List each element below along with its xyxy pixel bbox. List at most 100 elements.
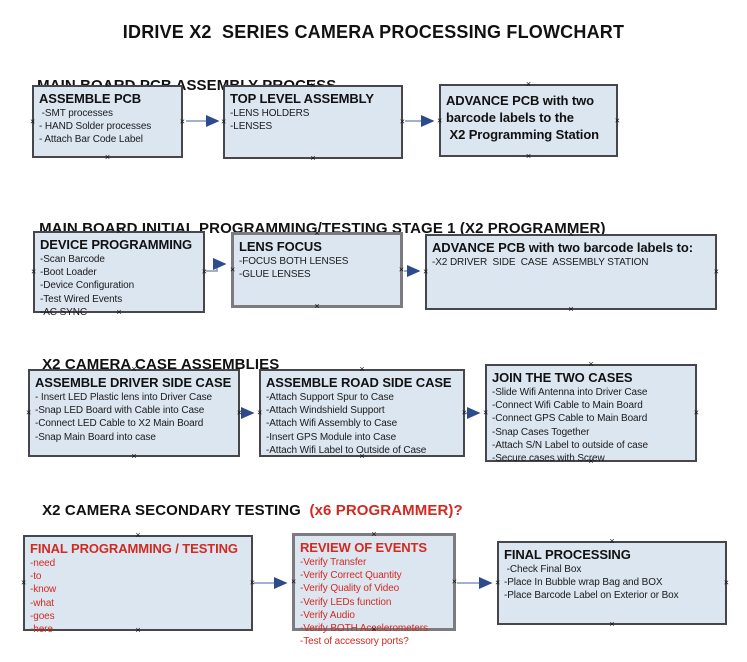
box-item: -Verify Correct Quantity	[300, 570, 402, 582]
box-item: -Check Final Box	[504, 564, 582, 575]
anchor-x-icon: ×	[359, 364, 365, 374]
anchor-x-icon: ×	[291, 576, 297, 587]
box-item: -Connect Wifi Cable to Main Board	[492, 400, 643, 412]
box-item: -SMT processes	[39, 108, 113, 119]
box-title: ASSEMBLE DRIVER SIDE CASE	[35, 375, 232, 390]
box-title-line: barcode labels to the	[446, 110, 574, 125]
box-item: -goes	[30, 610, 55, 622]
box-item: -LENSES	[230, 121, 273, 133]
box-item: -AC SYNC	[40, 306, 87, 318]
box-item: -to	[30, 571, 42, 583]
anchor-x-icon: ×	[693, 407, 699, 418]
flow-box-assemble-driver-side-case[interactable]: ASSEMBLE DRIVER SIDE CASE - Insert LED P…	[26, 365, 242, 461]
flow-box-advance-to-programming-station[interactable]: ADVANCE PCB with two barcode labels to t…	[437, 80, 620, 161]
anchor-x-icon: ×	[230, 264, 236, 275]
box-item: -Attach Support Spur to Case	[266, 392, 394, 403]
box-title: ASSEMBLE ROAD SIDE CASE	[266, 375, 452, 390]
section-heading-red-text: (x6 PROGRAMMER)?	[305, 502, 463, 519]
anchor-x-icon: ×	[451, 576, 457, 587]
anchor-x-icon: ×	[221, 116, 227, 127]
box-item: -LENS HOLDERS	[230, 108, 310, 119]
box-item: -Insert GPS Module into Case	[266, 431, 397, 443]
box-title: DEVICE PROGRAMMING	[40, 237, 193, 252]
anchor-x-icon: ×	[437, 115, 443, 125]
box-item: -Test of accessory ports?	[300, 636, 409, 648]
flow-box-join-the-two-cases[interactable]: JOIN THE TWO CASES -Slide Wifi Antenna i…	[483, 360, 699, 466]
box-item: -GLUE LENSES	[239, 269, 311, 281]
box-title: FINAL PROCESSING	[504, 547, 631, 562]
box-item: -Verify Audio	[300, 609, 355, 621]
section-heading-case-assemblies: X2 CAMERA CASE ASSEMBLIES	[25, 339, 279, 390]
anchor-x-icon: ×	[249, 577, 255, 588]
page-title: IDRIVE X2 SERIES CAMERA PROCESSING FLOWC…	[122, 22, 625, 42]
anchor-x-icon: ×	[201, 266, 207, 277]
box-item: -Snap Cases Together	[492, 426, 590, 438]
anchor-x-icon: ×	[236, 407, 242, 418]
box-item: -Device Configuration	[40, 280, 135, 292]
box-item: -Secure cases with Screw	[492, 453, 605, 465]
box-item: -know	[30, 584, 57, 596]
anchor-x-icon: ×	[461, 407, 467, 418]
anchor-x-icon: ×	[30, 116, 36, 126]
anchor-x-icon: ×	[609, 536, 615, 546]
anchor-x-icon: ×	[525, 79, 532, 89]
box-item: -Connect GPS Cable to Main Board	[492, 413, 648, 425]
flow-box-assemble-pcb[interactable]: ASSEMBLE PCB -SMT processes - HAND Solde…	[30, 81, 185, 162]
anchor-x-icon: ×	[495, 577, 501, 588]
flow-box-top-level-assembly[interactable]: TOP LEVEL ASSEMBLY -LENS HOLDERS -LENSES…	[221, 81, 405, 163]
box-title: ADVANCE PCB with two barcode labels to:	[432, 240, 693, 255]
box-item: -Scan Barcode	[40, 254, 105, 265]
box-item: -Attach Windshield Support	[266, 405, 385, 417]
anchor-x-icon: ×	[614, 115, 620, 125]
flow-box-device-programming[interactable]: DEVICE PROGRAMMING -Scan Barcode -Boot L…	[31, 227, 207, 318]
flow-box-advance-to-driver-side-station[interactable]: ADVANCE PCB with two barcode labels to: …	[423, 230, 719, 314]
box-title: ASSEMBLE PCB	[39, 91, 142, 106]
anchor-x-icon: ×	[257, 407, 263, 418]
box-item: -here	[30, 624, 53, 636]
box-item: -Connect LED Cable to X2 Main Board	[35, 418, 204, 430]
anchor-x-icon: ×	[525, 151, 532, 161]
flow-box-review-of-events[interactable]: REVIEW OF EVENTS -Verify Transfer -Verif…	[291, 530, 457, 648]
anchor-x-icon: ×	[713, 266, 719, 277]
section-heading-text: X2 CAMERA CASE ASSEMBLIES	[42, 356, 280, 373]
box-title: LENS FOCUS	[239, 239, 322, 254]
box-item: -Place Barcode Label on Exterior or Box	[504, 590, 679, 602]
flow-box-final-programming-testing[interactable]: FINAL PROGRAMMING / TESTING -need -to -k…	[21, 531, 255, 636]
anchor-x-icon: ×	[399, 116, 405, 127]
flow-box-assemble-road-side-case[interactable]: ASSEMBLE ROAD SIDE CASE -Attach Support …	[257, 365, 467, 461]
box-item: -FOCUS BOTH LENSES	[239, 256, 349, 267]
box-item: -Test Wired Events	[40, 293, 123, 305]
anchor-x-icon: ×	[609, 619, 615, 629]
box-item: -X2 DRIVER SIDE CASE ASSEMBLY STATION	[432, 257, 649, 268]
anchor-x-icon: ×	[423, 266, 429, 277]
box-title: FINAL PROGRAMMING / TESTING	[30, 541, 238, 556]
anchor-x-icon: ×	[723, 577, 729, 588]
anchor-x-icon: ×	[310, 153, 316, 163]
flow-box-lens-focus[interactable]: LENS FOCUS -FOCUS BOTH LENSES -GLUE LENS…	[230, 229, 404, 311]
box-item: -need	[30, 558, 56, 569]
section-heading-secondary-testing: X2 CAMERA SECONDARY TESTING (x6 PROGRAMM…	[25, 485, 463, 536]
box-item: -Place In Bubble wrap Bag and BOX	[504, 577, 663, 589]
box-item: -Snap Main Board into case	[35, 431, 156, 443]
box-item: -Slide Wifi Antenna into Driver Case	[492, 387, 648, 398]
box-item: -what	[30, 597, 54, 609]
anchor-x-icon: ×	[314, 301, 320, 311]
anchor-x-icon: ×	[588, 359, 594, 369]
box-item: -Attach Wifi Label to Outside of Case	[266, 444, 427, 456]
box-title-line: X2 Programming Station	[446, 127, 600, 142]
anchor-x-icon: ×	[131, 451, 137, 461]
section-heading-text: X2 CAMERA SECONDARY TESTING	[42, 502, 306, 519]
anchor-x-icon: ×	[568, 304, 574, 314]
anchor-x-icon: ×	[26, 407, 32, 418]
anchor-x-icon: ×	[483, 407, 489, 418]
box-title: TOP LEVEL ASSEMBLY	[230, 91, 374, 106]
box-title: REVIEW OF EVENTS	[300, 540, 427, 555]
anchor-x-icon: ×	[31, 266, 37, 277]
flow-box-final-processing[interactable]: FINAL PROCESSING -Check Final Box -Place…	[495, 537, 729, 629]
anchor-x-icon: ×	[398, 264, 404, 275]
box-item: -Snap LED Board with Cable into Case	[35, 405, 205, 417]
anchor-x-icon: ×	[21, 577, 27, 588]
box-item: -Verify LEDs function	[300, 596, 392, 608]
box-title-line: ADVANCE PCB with two	[446, 93, 594, 108]
